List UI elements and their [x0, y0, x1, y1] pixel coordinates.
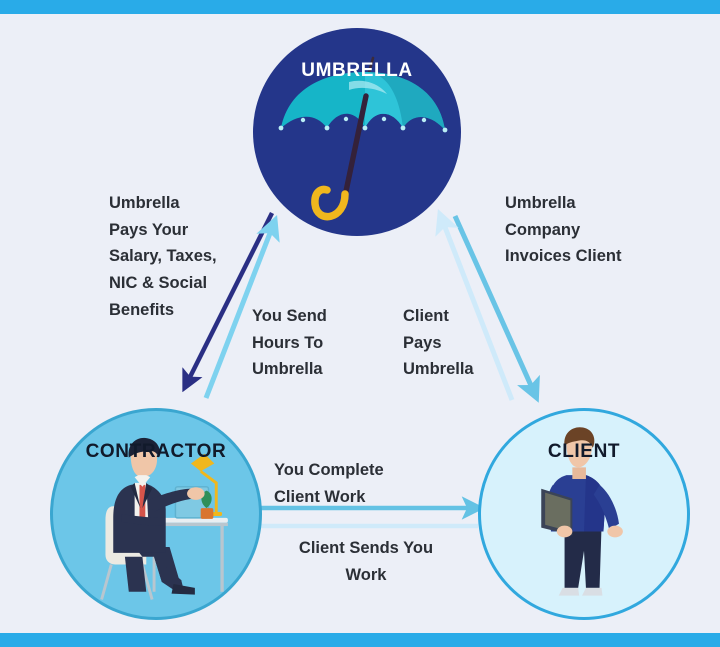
edge-label-you-complete-client-work: You Complete Client Work — [274, 461, 384, 506]
arrow-umbrella-invoices-client — [452, 214, 540, 403]
bottom-accent-bar — [0, 633, 720, 647]
node-client-label: CLIENT — [547, 441, 621, 462]
top-accent-bar — [0, 0, 720, 14]
node-contractor[interactable]: CONTRACTOR — [50, 408, 262, 620]
edge-label-umbrella-pays-contractor: Umbrella Pays Your Salary, Taxes, NIC & … — [109, 194, 217, 319]
edge-label-client-sends-you-work: Client Sends You Work — [298, 539, 434, 584]
edge-label-umbrella-invoices-client: Umbrella Company Invoices Client — [505, 194, 622, 266]
arrow-client-pays-umbrella — [435, 208, 515, 401]
edge-label-client-pays-umbrella: Client Pays Umbrella — [403, 307, 474, 379]
node-contractor-label: CONTRACTOR — [85, 441, 227, 462]
edge-label-you-send-hours: You Send Hours To Umbrella — [252, 307, 327, 379]
arrow-contractor-sends-hours — [203, 214, 280, 399]
node-umbrella-label: UMBRELLA — [301, 60, 413, 81]
node-umbrella[interactable]: UMBRELLA — [253, 28, 461, 236]
node-client[interactable]: CLIENT — [478, 408, 690, 620]
